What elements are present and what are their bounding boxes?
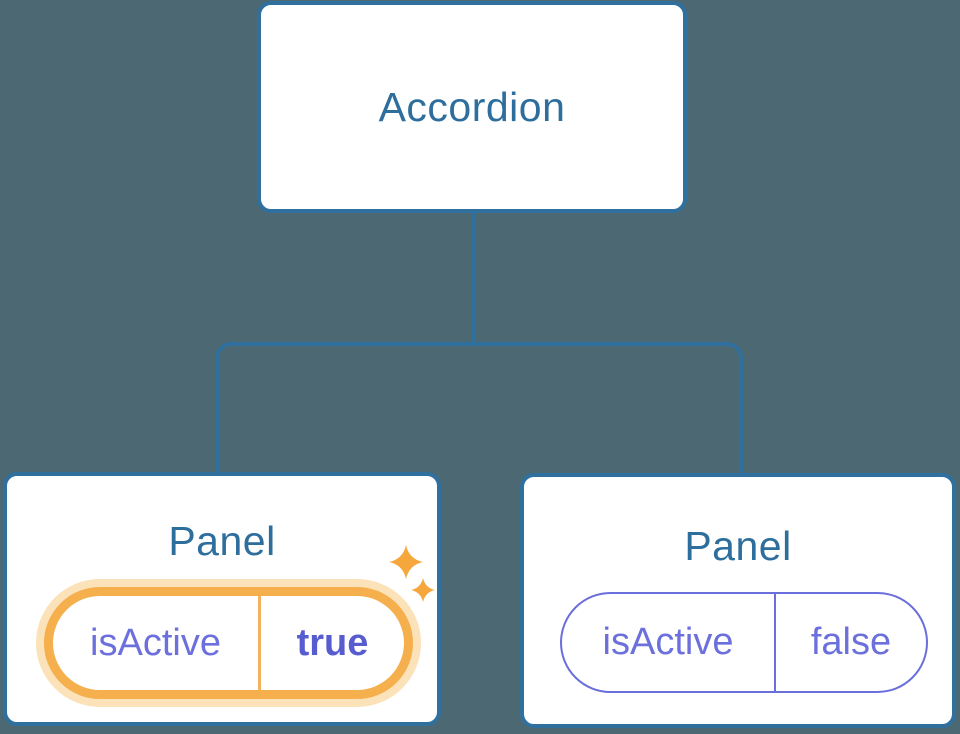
sparkles-icon: [389, 545, 435, 602]
tree-node-panel-active: Panel isActive true: [3, 472, 441, 726]
state-key: isActive: [562, 594, 776, 691]
connector-branch-bracket: [215, 342, 743, 474]
state-value: false: [810, 621, 892, 663]
state-key: isActive: [53, 596, 261, 690]
accordion-node-label: Accordion: [378, 83, 566, 130]
state-pill-active: isActive true: [44, 587, 413, 699]
state-value: true: [296, 621, 369, 664]
panel-node-label: Panel: [168, 518, 276, 564]
tree-node-accordion: Accordion: [257, 1, 687, 213]
connector-root-stem: [471, 210, 475, 344]
tree-node-panel-inactive: Panel isActive false: [520, 473, 956, 728]
state-pill-inactive: isActive false: [560, 592, 928, 693]
panel-node-label: Panel: [684, 523, 792, 569]
